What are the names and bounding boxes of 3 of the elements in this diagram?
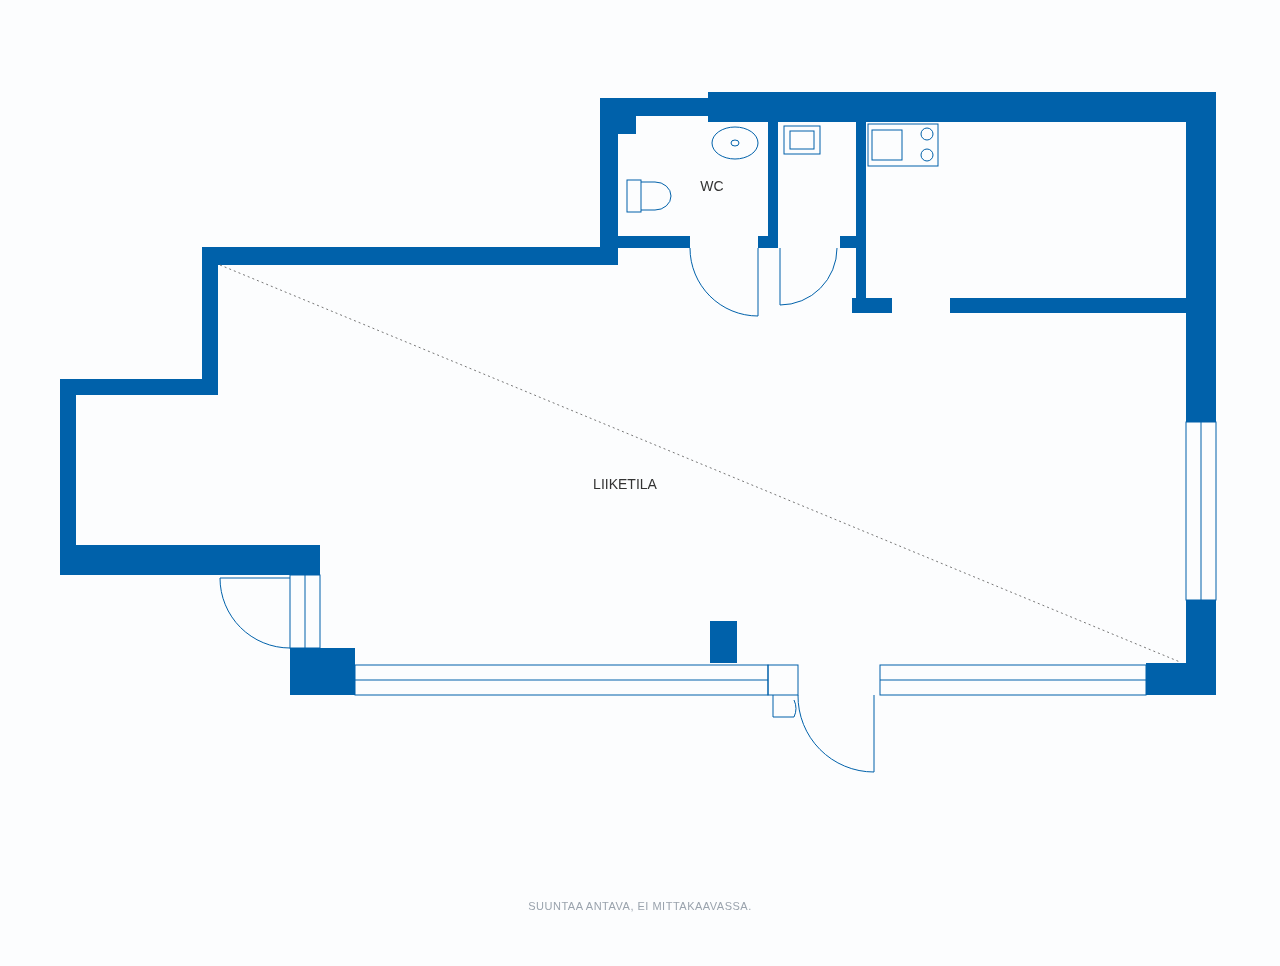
room-label: WC (700, 178, 724, 194)
room-label: LIIKETILA (593, 476, 657, 492)
disclaimer-note: SUUNTAA ANTAVA, EI MITTAKAAVASSA. (528, 900, 752, 912)
